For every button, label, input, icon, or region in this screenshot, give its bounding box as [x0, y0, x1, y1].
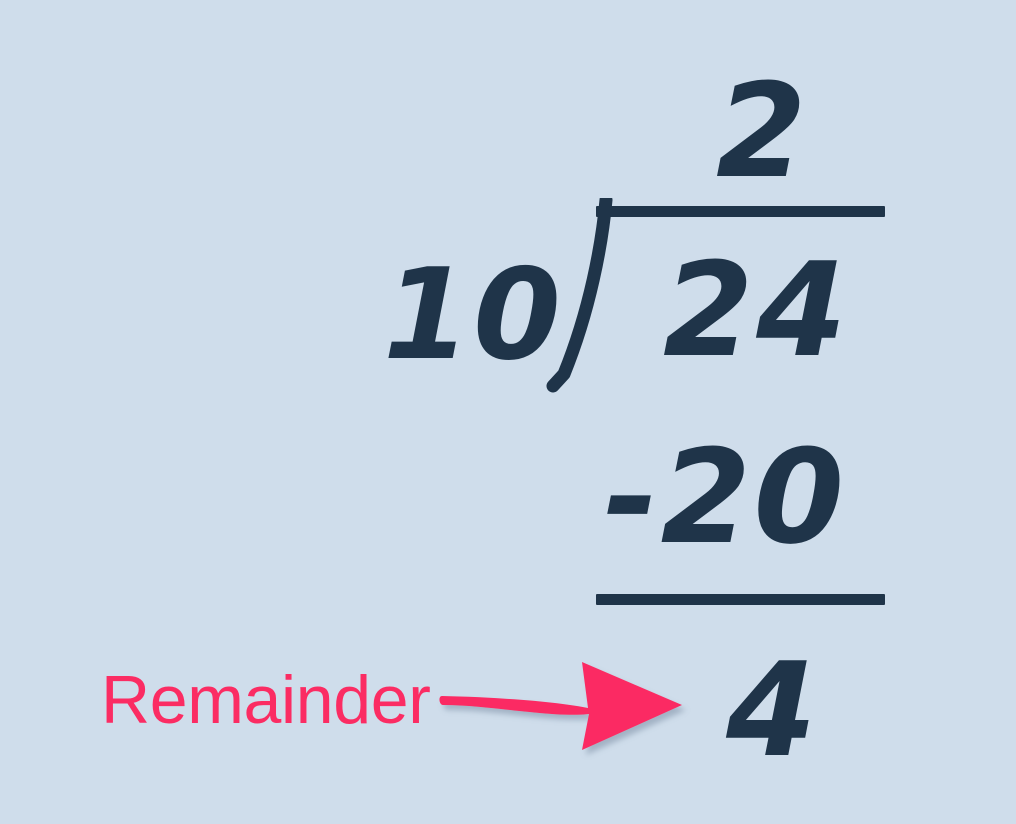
- remainder-label: Remainder: [101, 662, 431, 738]
- divisor-number: 10: [383, 241, 564, 388]
- subtrahend-number: -20: [604, 421, 847, 573]
- remainder-digit: 4: [726, 634, 820, 786]
- right-arrow-svg: [439, 662, 682, 750]
- right-arrow-icon: [432, 648, 696, 764]
- vinculum-rule: [596, 206, 885, 217]
- division-bracket-icon: [530, 193, 620, 398]
- division-bracket-svg: [546, 193, 613, 393]
- subtraction-rule: [596, 594, 885, 605]
- dividend-number: 24: [663, 234, 850, 386]
- quotient-digit: 2: [716, 55, 810, 207]
